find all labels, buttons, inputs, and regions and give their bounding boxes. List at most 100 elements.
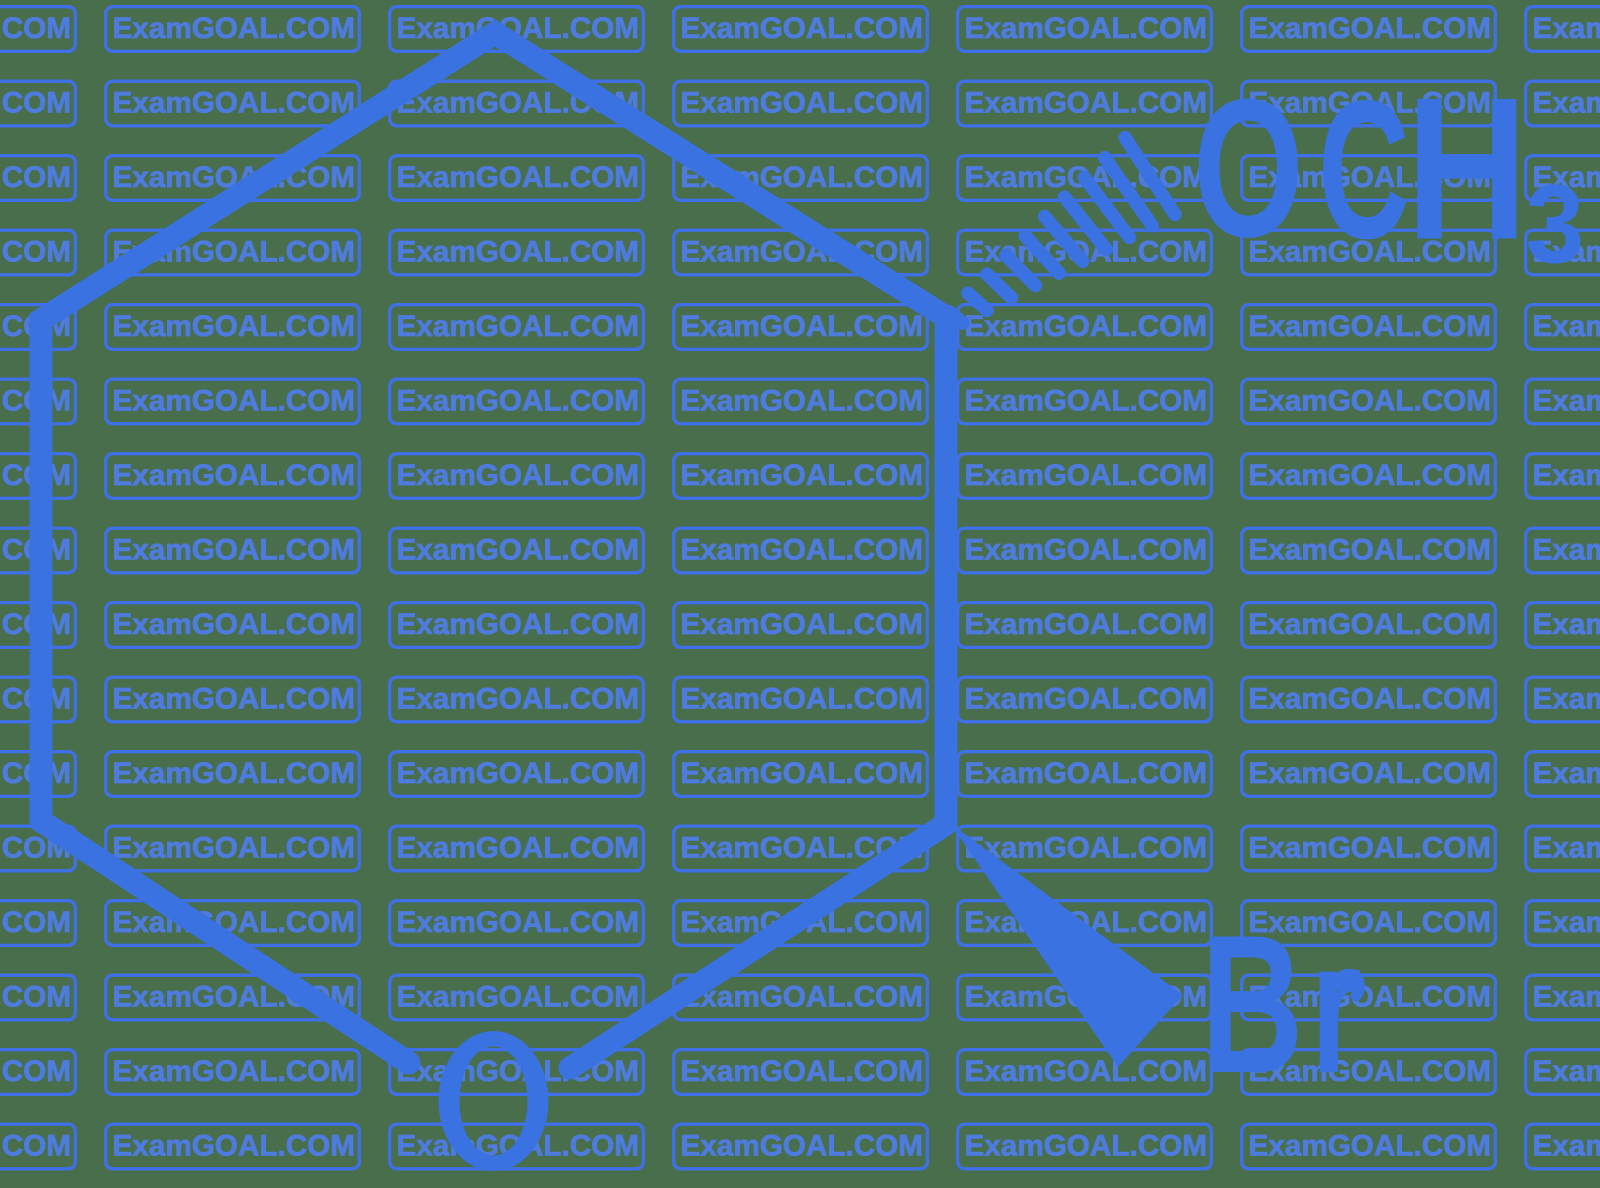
svg-text:B: B — [1201, 894, 1304, 1114]
svg-text:ExamGOAL.COM: ExamGOAL.COM — [0, 235, 71, 268]
svg-text:ExamGOAL.COM: ExamGOAL.COM — [965, 608, 1208, 641]
svg-text:ExamGOAL.COM: ExamGOAL.COM — [681, 310, 924, 343]
svg-text:ExamGOAL.COM: ExamGOAL.COM — [681, 1129, 924, 1162]
svg-text:ExamGOAL.COM: ExamGOAL.COM — [1533, 1055, 1600, 1088]
svg-text:ExamGOAL.COM: ExamGOAL.COM — [965, 1129, 1208, 1162]
svg-text:C: C — [1318, 60, 1410, 280]
svg-text:ExamGOAL.COM: ExamGOAL.COM — [1249, 310, 1492, 343]
svg-text:ExamGOAL.COM: ExamGOAL.COM — [965, 1055, 1208, 1088]
svg-text:ExamGOAL.COM: ExamGOAL.COM — [1533, 533, 1600, 566]
svg-text:ExamGOAL.COM: ExamGOAL.COM — [1249, 831, 1492, 864]
svg-text:ExamGOAL.COM: ExamGOAL.COM — [397, 235, 640, 268]
svg-text:ExamGOAL.COM: ExamGOAL.COM — [1249, 533, 1492, 566]
svg-text:ExamGOAL.COM: ExamGOAL.COM — [1249, 980, 1492, 1013]
svg-text:ExamGOAL.COM: ExamGOAL.COM — [397, 12, 640, 45]
svg-text:ExamGOAL.COM: ExamGOAL.COM — [965, 12, 1208, 45]
svg-text:ExamGOAL.COM: ExamGOAL.COM — [397, 608, 640, 641]
svg-text:ExamGOAL.COM: ExamGOAL.COM — [113, 608, 356, 641]
svg-text:ExamGOAL.COM: ExamGOAL.COM — [965, 757, 1208, 790]
svg-text:ExamGOAL.COM: ExamGOAL.COM — [0, 1055, 71, 1088]
svg-text:ExamGOAL.COM: ExamGOAL.COM — [0, 161, 71, 194]
svg-text:ExamGOAL.COM: ExamGOAL.COM — [113, 459, 356, 492]
svg-text:ExamGOAL.COM: ExamGOAL.COM — [397, 831, 640, 864]
svg-text:ExamGOAL.COM: ExamGOAL.COM — [397, 384, 640, 417]
svg-text:ExamGOAL.COM: ExamGOAL.COM — [965, 533, 1208, 566]
svg-text:H: H — [1406, 55, 1528, 282]
svg-text:ExamGOAL.COM: ExamGOAL.COM — [113, 1055, 356, 1088]
svg-text:ExamGOAL.COM: ExamGOAL.COM — [1533, 757, 1600, 790]
svg-text:ExamGOAL.COM: ExamGOAL.COM — [1249, 384, 1492, 417]
svg-text:ExamGOAL.COM: ExamGOAL.COM — [1249, 161, 1492, 194]
svg-text:ExamGOAL.COM: ExamGOAL.COM — [1249, 235, 1492, 268]
svg-text:ExamGOAL.COM: ExamGOAL.COM — [0, 980, 71, 1013]
svg-text:ExamGOAL.COM: ExamGOAL.COM — [1533, 235, 1600, 268]
svg-text:ExamGOAL.COM: ExamGOAL.COM — [397, 980, 640, 1013]
svg-text:ExamGOAL.COM: ExamGOAL.COM — [397, 906, 640, 939]
svg-text:ExamGOAL.COM: ExamGOAL.COM — [113, 384, 356, 417]
svg-text:ExamGOAL.COM: ExamGOAL.COM — [397, 161, 640, 194]
svg-text:ExamGOAL.COM: ExamGOAL.COM — [1249, 86, 1492, 119]
svg-text:ExamGOAL.COM: ExamGOAL.COM — [1533, 459, 1600, 492]
svg-text:ExamGOAL.COM: ExamGOAL.COM — [965, 831, 1208, 864]
svg-text:ExamGOAL.COM: ExamGOAL.COM — [965, 459, 1208, 492]
svg-text:ExamGOAL.COM: ExamGOAL.COM — [681, 235, 924, 268]
svg-text:ExamGOAL.COM: ExamGOAL.COM — [965, 86, 1208, 119]
svg-text:ExamGOAL.COM: ExamGOAL.COM — [397, 459, 640, 492]
svg-text:ExamGOAL.COM: ExamGOAL.COM — [1533, 608, 1600, 641]
svg-text:ExamGOAL.COM: ExamGOAL.COM — [681, 459, 924, 492]
svg-text:ExamGOAL.COM: ExamGOAL.COM — [1533, 161, 1600, 194]
svg-text:ExamGOAL.COM: ExamGOAL.COM — [113, 533, 356, 566]
svg-text:ExamGOAL.COM: ExamGOAL.COM — [113, 12, 356, 45]
svg-text:ExamGOAL.COM: ExamGOAL.COM — [1249, 1055, 1492, 1088]
svg-text:ExamGOAL.COM: ExamGOAL.COM — [113, 757, 356, 790]
svg-text:ExamGOAL.COM: ExamGOAL.COM — [681, 1055, 924, 1088]
svg-text:ExamGOAL.COM: ExamGOAL.COM — [1533, 682, 1600, 715]
svg-text:ExamGOAL.COM: ExamGOAL.COM — [1249, 757, 1492, 790]
svg-text:ExamGOAL.COM: ExamGOAL.COM — [1249, 12, 1492, 45]
svg-text:r: r — [1310, 901, 1362, 1113]
svg-text:ExamGOAL.COM: ExamGOAL.COM — [0, 86, 71, 119]
svg-text:ExamGOAL.COM: ExamGOAL.COM — [681, 682, 924, 715]
svg-text:ExamGOAL.COM: ExamGOAL.COM — [1533, 310, 1600, 343]
svg-text:ExamGOAL.COM: ExamGOAL.COM — [681, 831, 924, 864]
svg-text:ExamGOAL.COM: ExamGOAL.COM — [1249, 459, 1492, 492]
svg-text:ExamGOAL.COM: ExamGOAL.COM — [1249, 906, 1492, 939]
svg-text:ExamGOAL.COM: ExamGOAL.COM — [965, 682, 1208, 715]
svg-text:ExamGOAL.COM: ExamGOAL.COM — [397, 533, 640, 566]
svg-text:ExamGOAL.COM: ExamGOAL.COM — [1249, 1129, 1492, 1162]
svg-text:ExamGOAL.COM: ExamGOAL.COM — [681, 980, 924, 1013]
svg-text:ExamGOAL.COM: ExamGOAL.COM — [113, 682, 356, 715]
svg-text:ExamGOAL.COM: ExamGOAL.COM — [1533, 906, 1600, 939]
svg-text:ExamGOAL.COM: ExamGOAL.COM — [1533, 12, 1600, 45]
svg-text:ExamGOAL.COM: ExamGOAL.COM — [1249, 682, 1492, 715]
svg-text:ExamGOAL.COM: ExamGOAL.COM — [1533, 980, 1600, 1013]
svg-text:ExamGOAL.COM: ExamGOAL.COM — [397, 682, 640, 715]
svg-text:ExamGOAL.COM: ExamGOAL.COM — [0, 831, 71, 864]
svg-text:ExamGOAL.COM: ExamGOAL.COM — [1533, 384, 1600, 417]
svg-text:O: O — [1193, 58, 1304, 278]
svg-text:ExamGOAL.COM: ExamGOAL.COM — [1533, 86, 1600, 119]
svg-text:ExamGOAL.COM: ExamGOAL.COM — [681, 757, 924, 790]
svg-text:ExamGOAL.COM: ExamGOAL.COM — [681, 86, 924, 119]
svg-text:ExamGOAL.COM: ExamGOAL.COM — [1249, 608, 1492, 641]
svg-text:ExamGOAL.COM: ExamGOAL.COM — [681, 533, 924, 566]
svg-text:ExamGOAL.COM: ExamGOAL.COM — [397, 310, 640, 343]
svg-text:3: 3 — [1526, 162, 1584, 286]
svg-text:ExamGOAL.COM: ExamGOAL.COM — [0, 12, 71, 45]
svg-text:ExamGOAL.COM: ExamGOAL.COM — [397, 757, 640, 790]
svg-text:ExamGOAL.COM: ExamGOAL.COM — [1533, 831, 1600, 864]
svg-text:ExamGOAL.COM: ExamGOAL.COM — [0, 1129, 71, 1162]
svg-text:ExamGOAL.COM: ExamGOAL.COM — [113, 310, 356, 343]
svg-text:ExamGOAL.COM: ExamGOAL.COM — [681, 608, 924, 641]
svg-text:ExamGOAL.COM: ExamGOAL.COM — [113, 1129, 356, 1162]
svg-text:ExamGOAL.COM: ExamGOAL.COM — [113, 906, 356, 939]
svg-text:ExamGOAL.COM: ExamGOAL.COM — [113, 831, 356, 864]
svg-text:ExamGOAL.COM: ExamGOAL.COM — [681, 384, 924, 417]
svg-text:ExamGOAL.COM: ExamGOAL.COM — [113, 86, 356, 119]
svg-text:ExamGOAL.COM: ExamGOAL.COM — [965, 384, 1208, 417]
svg-text:ExamGOAL.COM: ExamGOAL.COM — [965, 310, 1208, 343]
svg-text:ExamGOAL.COM: ExamGOAL.COM — [1533, 1129, 1600, 1162]
svg-text:ExamGOAL.COM: ExamGOAL.COM — [0, 906, 71, 939]
svg-text:ExamGOAL.COM: ExamGOAL.COM — [681, 12, 924, 45]
svg-text:ExamGOAL.COM: ExamGOAL.COM — [965, 906, 1208, 939]
